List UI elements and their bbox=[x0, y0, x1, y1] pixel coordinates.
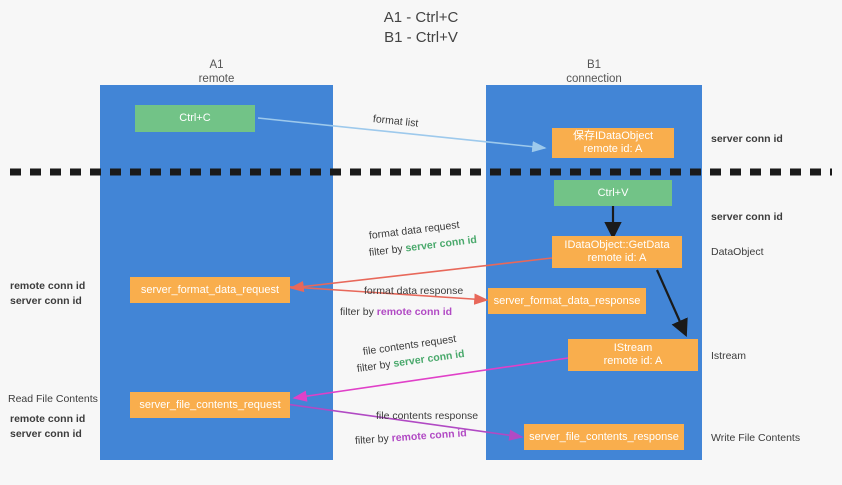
node-server-format-data-response[interactable]: server_format_data_response bbox=[488, 288, 646, 314]
node-istream-line1: IStream bbox=[613, 342, 653, 354]
edge-label-format-list: format list bbox=[372, 112, 419, 131]
right-label-dataobject: DataObject bbox=[711, 246, 764, 258]
edge-filter-prefix-2: filter by bbox=[340, 306, 377, 318]
node-istream[interactable]: IStream remote id: A bbox=[568, 339, 698, 371]
edge-label-file-contents-response-filter: filter by remote conn id bbox=[355, 426, 468, 448]
node-save-idataobject-text: 保存IDataObject remote id: A bbox=[573, 130, 653, 156]
node-idataobject-getdata[interactable]: IDataObject::GetData remote id: A bbox=[552, 236, 682, 268]
lane-header-b1: B1 connection bbox=[486, 58, 702, 86]
right-label-server-conn-id-mid: server conn id bbox=[711, 211, 783, 223]
edge-label-format-list-text: format list bbox=[372, 113, 419, 130]
lane-a1-name: A1 bbox=[209, 59, 224, 71]
edge-label-format-data-response-text: format data response bbox=[364, 285, 464, 297]
edge-label-file-contents-response-text: file contents response bbox=[376, 410, 479, 422]
node-save-idataobject[interactable]: 保存IDataObject remote id: A bbox=[552, 128, 674, 158]
edge-filter-prefix-4: filter by bbox=[354, 432, 393, 447]
edge-filter-prefix-3: filter by bbox=[356, 357, 395, 375]
right-label-write-file-contents: Write File Contents bbox=[711, 432, 801, 444]
left-label-server-conn-id-1: server conn id bbox=[10, 295, 82, 307]
node-server-file-contents-response-label: server_file_contents_response bbox=[529, 430, 679, 443]
node-server-format-data-request-label: server_format_data_request bbox=[140, 283, 280, 296]
edge-filter-key-2: remote conn id bbox=[376, 306, 453, 318]
node-ctrl-v[interactable]: Ctrl+V bbox=[554, 180, 672, 206]
node-server-file-contents-response[interactable]: server_file_contents_response bbox=[524, 424, 684, 450]
title-line-2: B1 - Ctrl+V bbox=[384, 29, 458, 46]
node-ctrl-v-label: Ctrl+V bbox=[597, 186, 629, 199]
left-label-server-conn-id-2: server conn id bbox=[10, 428, 82, 440]
left-label-remote-conn-id-2: remote conn id bbox=[10, 413, 86, 425]
lane-b1-name: B1 bbox=[586, 59, 602, 71]
edge-label-format-data-response-filter: filter by remote conn id bbox=[340, 305, 452, 319]
left-label-remote-conn-id-1: remote conn id bbox=[10, 280, 86, 292]
node-ctrl-c[interactable]: Ctrl+C bbox=[135, 105, 255, 132]
node-getdata-line1: IDataObject::GetData bbox=[564, 239, 670, 251]
edge-label-file-contents-response: file contents response bbox=[376, 409, 478, 423]
node-server-format-data-request[interactable]: server_format_data_request bbox=[130, 277, 290, 303]
node-save-idataobject-line1: 保存IDataObject bbox=[572, 130, 654, 142]
node-save-idataobject-line2: remote id: A bbox=[583, 143, 643, 155]
right-label-server-conn-id-top: server conn id bbox=[711, 133, 783, 145]
node-server-file-contents-request[interactable]: server_file_contents_request bbox=[130, 392, 290, 418]
node-istream-line2: remote id: A bbox=[603, 355, 663, 367]
title-line-1: A1 - Ctrl+C bbox=[383, 9, 459, 26]
node-getdata-line2: remote id: A bbox=[587, 252, 647, 264]
node-ctrl-c-label: Ctrl+C bbox=[179, 112, 211, 124]
node-getdata-text: IDataObject::GetData remote id: A bbox=[564, 239, 669, 265]
node-server-format-data-response-label: server_format_data_response bbox=[493, 294, 641, 307]
diagram-title: A1 - Ctrl+C B1 - Ctrl+V bbox=[0, 8, 842, 48]
right-label-istream: Istream bbox=[711, 350, 747, 362]
node-istream-text: IStream remote id: A bbox=[604, 342, 663, 368]
lane-a1-sub: remote bbox=[198, 73, 235, 85]
edge-filter-prefix-1: filter by bbox=[368, 242, 407, 259]
lane-b1-sub: connection bbox=[566, 73, 622, 85]
edge-label-format-data-response: format data response bbox=[364, 284, 463, 298]
left-label-read-file-contents: Read File Contents bbox=[8, 393, 98, 405]
lane-header-a1: A1 remote bbox=[100, 58, 333, 86]
node-server-file-contents-request-label: server_file_contents_request bbox=[139, 398, 281, 411]
edge-filter-key-4: remote conn id bbox=[391, 427, 468, 445]
